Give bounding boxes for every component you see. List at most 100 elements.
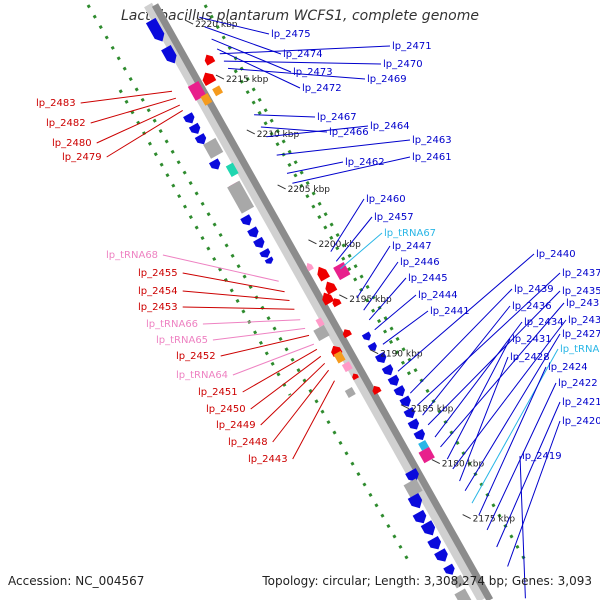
- right-leader-line: [211, 38, 292, 73]
- right-leader-line: [422, 305, 511, 416]
- gene-feature: [443, 563, 455, 575]
- gene-shape: [225, 162, 239, 177]
- right-leader-line: [286, 161, 344, 174]
- genome-backbone: [144, 2, 494, 600]
- gene-shape: [202, 72, 217, 86]
- gene-feature: [333, 262, 351, 281]
- gene-shape: [399, 395, 411, 407]
- gene-label: lp_2470: [383, 59, 423, 70]
- gene-feature: [240, 214, 252, 226]
- gene-feature: [225, 162, 239, 177]
- right-leader-line: [374, 294, 417, 331]
- gene-feature: [187, 80, 207, 101]
- right-leader-line: [382, 310, 429, 345]
- scale-tick: [431, 459, 441, 465]
- gene-label: lp_2466: [329, 127, 369, 138]
- gene-feature: [407, 418, 420, 430]
- gene-feature: [161, 44, 177, 64]
- right-leader-line: [276, 139, 411, 156]
- gene-shape: [403, 406, 416, 419]
- gene-feature: [374, 351, 387, 364]
- scale-tick: [246, 129, 256, 135]
- gene-shape: [434, 548, 448, 562]
- gene-feature: [259, 248, 271, 258]
- gene-feature: [427, 536, 442, 550]
- gene-label: lp_tRNA62: [560, 344, 600, 355]
- accession-text: Accession: NC_004567: [8, 574, 145, 588]
- gene-label: lp_2448: [228, 437, 268, 448]
- gene-label: lp_2420: [562, 416, 600, 427]
- gene-label: lp_2455: [138, 268, 178, 279]
- gene-shape: [454, 588, 472, 600]
- right-leader-line: [507, 420, 561, 567]
- gene-shape: [342, 329, 352, 339]
- gene-feature: [194, 133, 207, 145]
- scale-tick: [277, 184, 286, 190]
- gene-label: lp_2440: [536, 249, 576, 260]
- gene-label: lp_2436: [512, 301, 552, 312]
- right-leader-line: [464, 333, 561, 492]
- right-leader-line: [478, 366, 547, 516]
- right-leader-line: [330, 198, 365, 252]
- gene-feature: [412, 509, 427, 524]
- gene-label: lp_2474: [283, 49, 323, 60]
- gene-feature: [313, 324, 330, 342]
- gene-shape: [333, 262, 351, 281]
- gene-shape: [374, 351, 387, 364]
- gene-shape: [372, 385, 382, 395]
- right-leader-line: [356, 245, 391, 299]
- scale-label: 2180 kbp: [442, 460, 485, 470]
- gene-feature: [203, 137, 224, 159]
- gene-shape: [405, 468, 419, 482]
- gene-shape: [188, 122, 201, 134]
- gene-shape: [344, 387, 356, 398]
- gene-shape: [341, 361, 353, 373]
- gene-shape: [259, 248, 271, 258]
- gene-shape: [194, 133, 207, 145]
- gene-label: lp_2480: [52, 138, 92, 149]
- gene-label: lp_2473: [293, 67, 333, 78]
- right-leader-line: [219, 45, 391, 55]
- gene-feature: [344, 387, 356, 398]
- gene-shape: [187, 80, 207, 101]
- gene-label: lp_2479: [62, 152, 102, 163]
- gene-shape: [208, 158, 221, 170]
- gene-label: lp_tRNA67: [384, 228, 436, 239]
- gene-shape: [161, 44, 177, 64]
- left-label-leaders: lp_2483lp_2482lp_2480lp_2479lp_tRNA68lp_…: [36, 90, 335, 465]
- gene-label: lp_2428: [510, 352, 550, 363]
- right-leader-line: [199, 16, 270, 35]
- scale-tick: [400, 404, 410, 410]
- gene-feature: [418, 446, 435, 464]
- gene-label: lp_2432: [566, 298, 600, 309]
- gene-shape: [183, 112, 195, 124]
- scale-label: 2210 kbp: [257, 130, 300, 140]
- feature-track: [145, 17, 481, 600]
- gene-label: lp_2441: [430, 306, 470, 317]
- gene-shape: [367, 342, 377, 351]
- gene-feature: [403, 406, 416, 419]
- gene-label: lp_2475: [271, 29, 311, 40]
- right-leader-line: [440, 302, 565, 448]
- gene-shape: [306, 262, 314, 272]
- gene-shape: [325, 281, 338, 295]
- gene-feature: [200, 93, 213, 106]
- left-leader-line: [182, 272, 285, 293]
- right-leader-line: [416, 272, 561, 406]
- gene-feature: [315, 317, 325, 328]
- gene-feature: [202, 72, 217, 86]
- gene-label: lp_2463: [412, 135, 452, 146]
- gene-shape: [240, 214, 252, 226]
- gene-feature: [212, 85, 224, 97]
- right-leader-line: [340, 232, 383, 270]
- gene-feature: [322, 292, 335, 306]
- gene-shape: [352, 373, 359, 381]
- gene-label: lp_2469: [367, 74, 407, 85]
- left-leader-line: [162, 254, 279, 282]
- dotted-guides: [86, 4, 527, 561]
- gene-feature: [145, 17, 165, 42]
- gene-label: lp_2454: [138, 286, 178, 297]
- right-leader-line: [363, 261, 399, 311]
